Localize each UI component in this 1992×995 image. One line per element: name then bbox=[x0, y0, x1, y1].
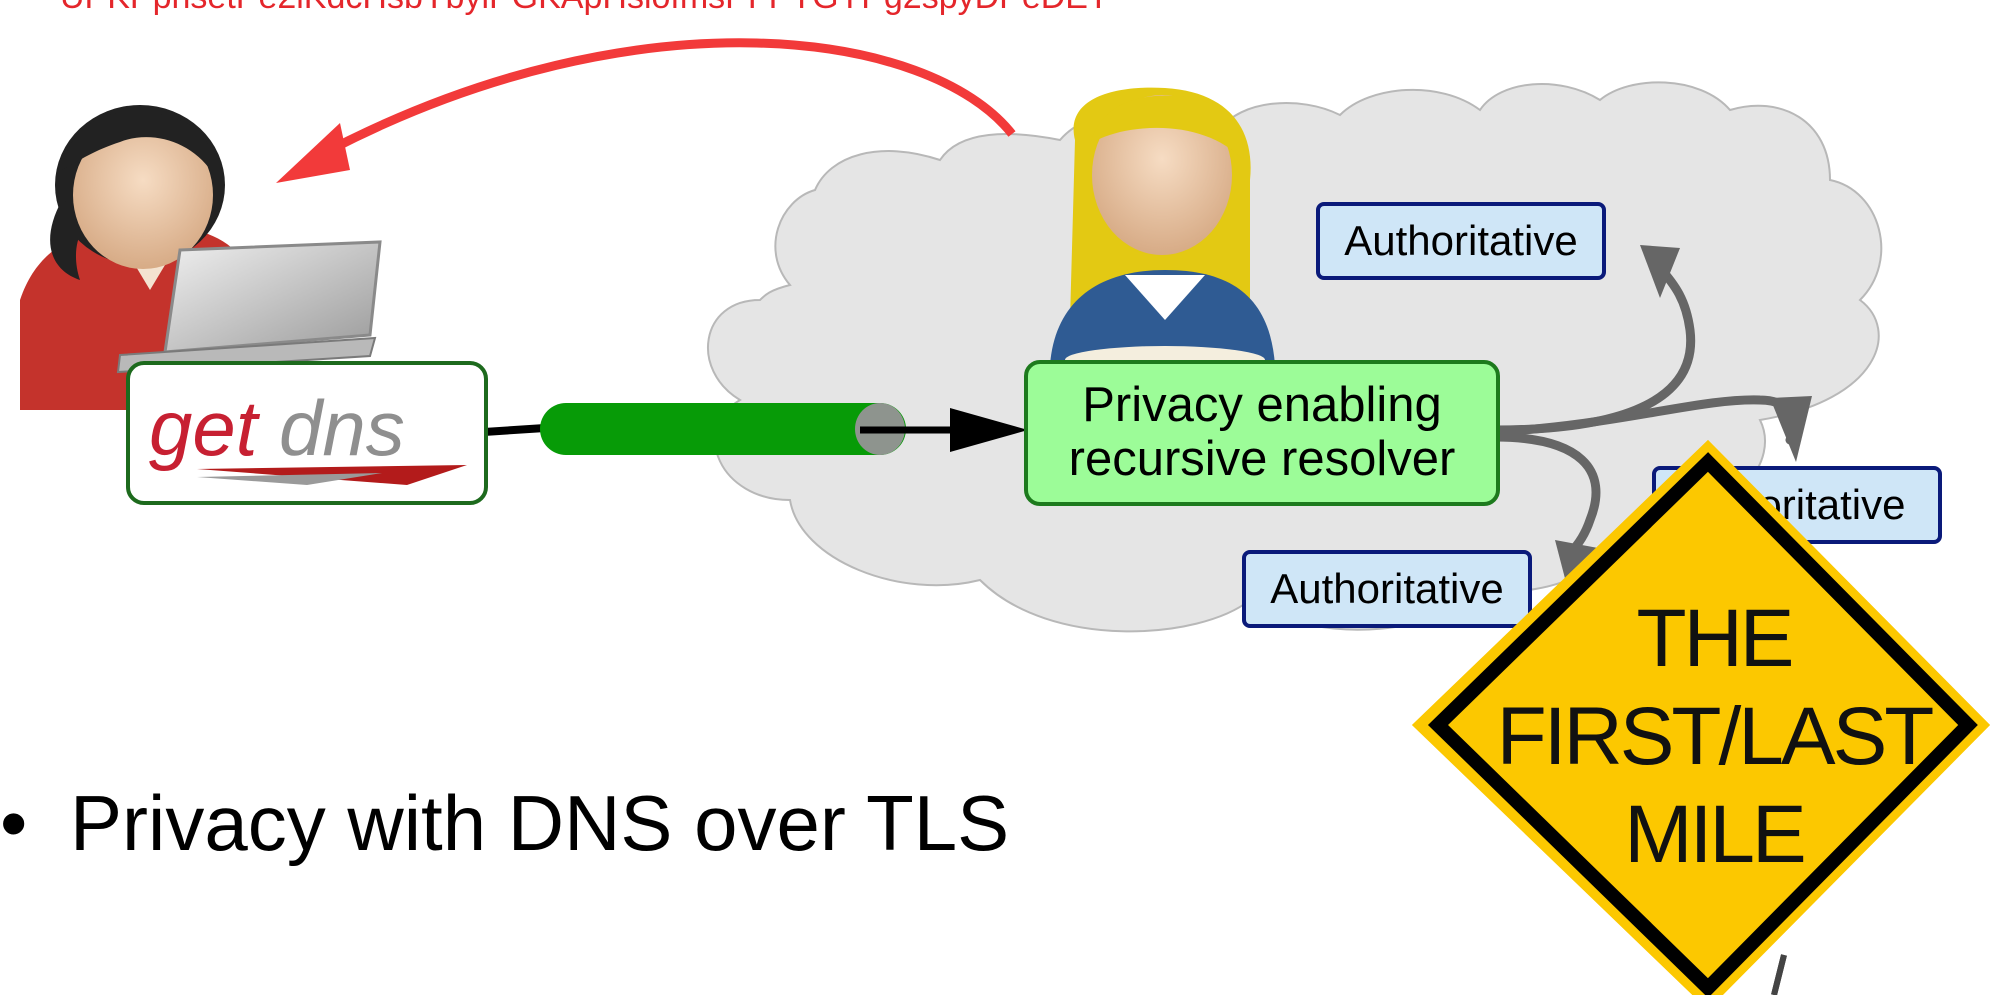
top-caption: UPKPpnsetPe2iKdcHsbYbyiPGKApHsiofmsPFPTG… bbox=[60, 0, 1109, 17]
getdns-logo-icon: get dns bbox=[149, 384, 467, 485]
sign-line2: FIRST/LAST bbox=[1496, 691, 1935, 782]
resolver-arrow bbox=[860, 408, 1028, 452]
sign-line1: THE bbox=[1636, 593, 1795, 684]
resolver-operator-avatar bbox=[1050, 87, 1275, 374]
user-avatar bbox=[20, 105, 382, 410]
red-curved-arrow bbox=[276, 38, 1016, 183]
bullet-point: • Privacy with DNS over TLS bbox=[0, 778, 1009, 869]
getdns-logo-box: get dns bbox=[126, 361, 488, 505]
sign-text: THE FIRST/LAST MILE bbox=[1454, 590, 1974, 884]
authoritative-server-top: Authoritative bbox=[1316, 202, 1606, 280]
bullet-text: Privacy with DNS over TLS bbox=[70, 779, 1010, 867]
bullet-symbol: • bbox=[0, 779, 28, 867]
recursive-resolver-box: Privacy enabling recursive resolver bbox=[1024, 360, 1500, 506]
resolver-label-line2: recursive resolver bbox=[1068, 432, 1456, 486]
authoritative-server-middle: Authoritative bbox=[1652, 466, 1942, 544]
sign-line3: MILE bbox=[1624, 789, 1806, 880]
resolver-label-line1: Privacy enabling bbox=[1082, 378, 1442, 433]
getdns-prefix: get bbox=[149, 384, 261, 472]
getdns-suffix: dns bbox=[279, 384, 405, 472]
tls-tunnel bbox=[540, 403, 906, 455]
